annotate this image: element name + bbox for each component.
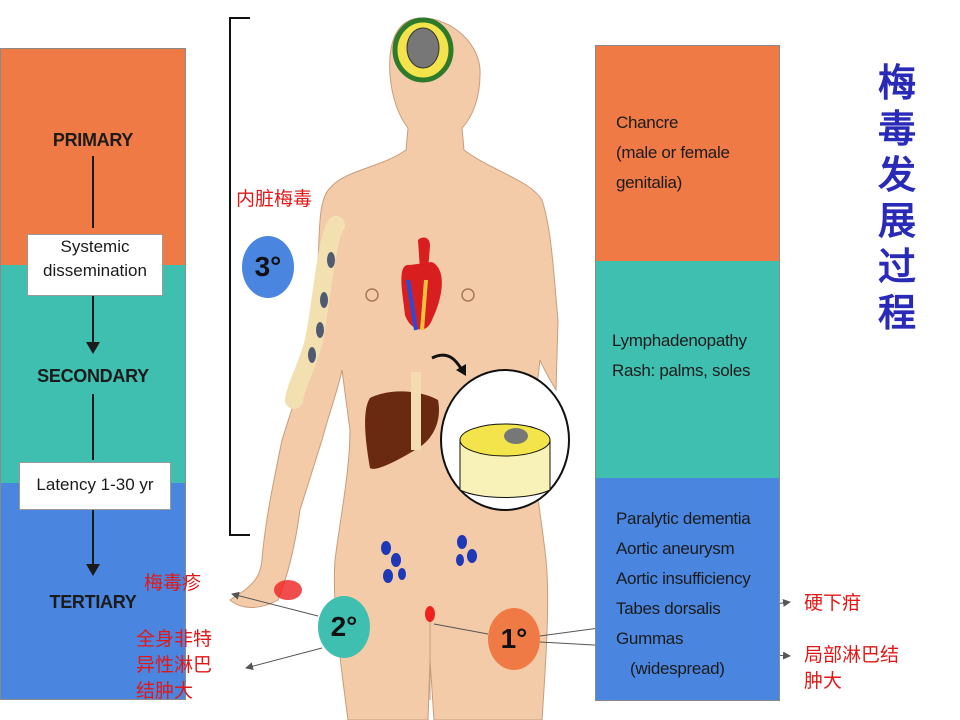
stage-secondary-label: SECONDARY [37,366,149,386]
tertiary-circle-label: 3° [254,251,282,282]
chancre-label: 硬下疳 [804,592,862,614]
annotation-line: 全身非特 [136,628,213,650]
visceral-syphilis-label: 内脏梅毒 [236,188,313,210]
primary-desc-band [596,46,779,261]
body-illustration [229,17,570,720]
stage-connector [92,394,94,460]
tertiary-description: Paralytic dementia Aortic aneurysm Aorti… [616,504,751,684]
general-lymph-label: 全身非特 异性淋巴 结肿大 [136,626,212,704]
description-line: Tabes dorsalis [616,599,721,618]
stage-connector [92,296,94,344]
description-line: Paralytic dementia [616,509,751,528]
description-line: Aortic insufficiency [616,569,751,588]
title-char: 过 [877,244,916,289]
body-figure [229,17,559,720]
secondary-circle-label: 2° [330,611,358,642]
description-line: genitalia) [616,173,682,192]
description-line: (widespread) [630,659,725,678]
secondary-desc-band [596,261,779,478]
local-lymph-label: 局部淋巴结 肿大 [804,642,899,694]
tertiary-desc-band [596,478,779,700]
systemic-dissemination-label: Systemic dissemination [43,237,147,280]
rash-icon [274,580,302,600]
liver-icon [365,372,440,469]
spinal-cord-icon [440,369,570,511]
primary-description: Chancre (male or female genitalia) [616,108,730,198]
latency-box: Latency 1-30 yr [19,462,171,510]
primary-circle: 1° [488,608,540,670]
primary-circle-label: 1° [500,623,528,654]
stage-connector [92,156,94,228]
description-line: Lymphadenopathy [612,331,747,350]
systemic-dissemination-box: Systemic dissemination [27,234,163,296]
title-char: 梅 [877,60,916,105]
arm-bone-icon [285,216,345,409]
stage-primary-label: PRIMARY [52,130,134,150]
rash-label: 梅毒疹 [144,572,202,594]
description-line: Rash: palms, soles [612,361,751,380]
annotation-line: 肿大 [804,670,843,692]
stage-connector [92,510,94,566]
description-line: Chancre [616,113,679,132]
title-char: 程 [877,290,916,335]
secondary-description: Lymphadenopathy Rash: palms, soles [612,326,751,386]
secondary-circle: 2° [318,596,370,658]
stage-tertiary-label: TERTIARY [49,592,137,612]
tertiary-circle: 3° [242,236,294,298]
annotation-line: 局部淋巴结 [804,644,900,666]
description-line: (male or female [616,143,730,162]
annotation-line: 结肿大 [136,680,194,702]
chancre-icon [425,606,435,622]
heart-icon [401,237,442,331]
lymph-node-icon [381,535,477,583]
tertiary-bracket [229,17,250,536]
title-char: 毒 [877,106,916,151]
description-line: Gummas [616,629,684,648]
annotation-line: 异性淋巴 [136,654,213,676]
arrow-down-icon [86,342,100,354]
description-column [595,45,780,701]
title-char: 展 [877,198,916,243]
description-line: Aortic aneurysm [616,539,735,558]
page-title: 梅 毒 发 展 过 程 [872,60,922,336]
arrow-down-icon [86,564,100,576]
latency-label: Latency 1-30 yr [36,475,154,494]
title-char: 发 [877,152,916,197]
brain-icon [392,17,454,83]
